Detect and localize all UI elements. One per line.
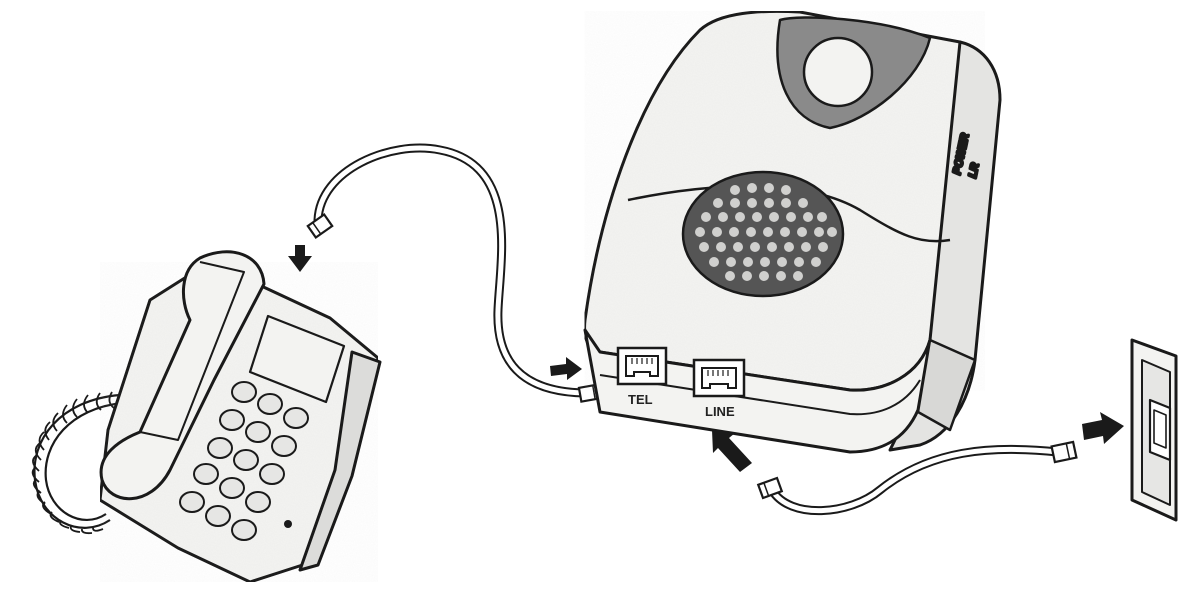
arrow-to-wall-jack	[1082, 412, 1124, 444]
line-port-label: LINE	[705, 404, 735, 419]
device-logo: LR	[967, 162, 982, 179]
device-unit: POWER LR	[583, 9, 1002, 454]
keypad	[179, 381, 309, 541]
tel-cord-plug-phone	[306, 212, 334, 240]
line-port[interactable]	[692, 358, 746, 398]
handset-coil-cord	[31, 391, 124, 535]
tel-cord	[313, 143, 590, 398]
arrow-to-line-port	[712, 430, 752, 472]
arrow-to-phone	[288, 245, 312, 272]
line-cord	[767, 444, 1063, 516]
tel-port-label: TEL	[628, 392, 653, 407]
wall-jack	[1130, 338, 1178, 522]
line-cord-plug-device	[756, 476, 784, 500]
speaker-grille	[681, 170, 845, 298]
tel-port[interactable]	[616, 346, 668, 386]
arrow-to-tel-port	[550, 357, 582, 380]
telephone	[98, 250, 382, 584]
line-cord-plug-wall	[1050, 440, 1078, 464]
